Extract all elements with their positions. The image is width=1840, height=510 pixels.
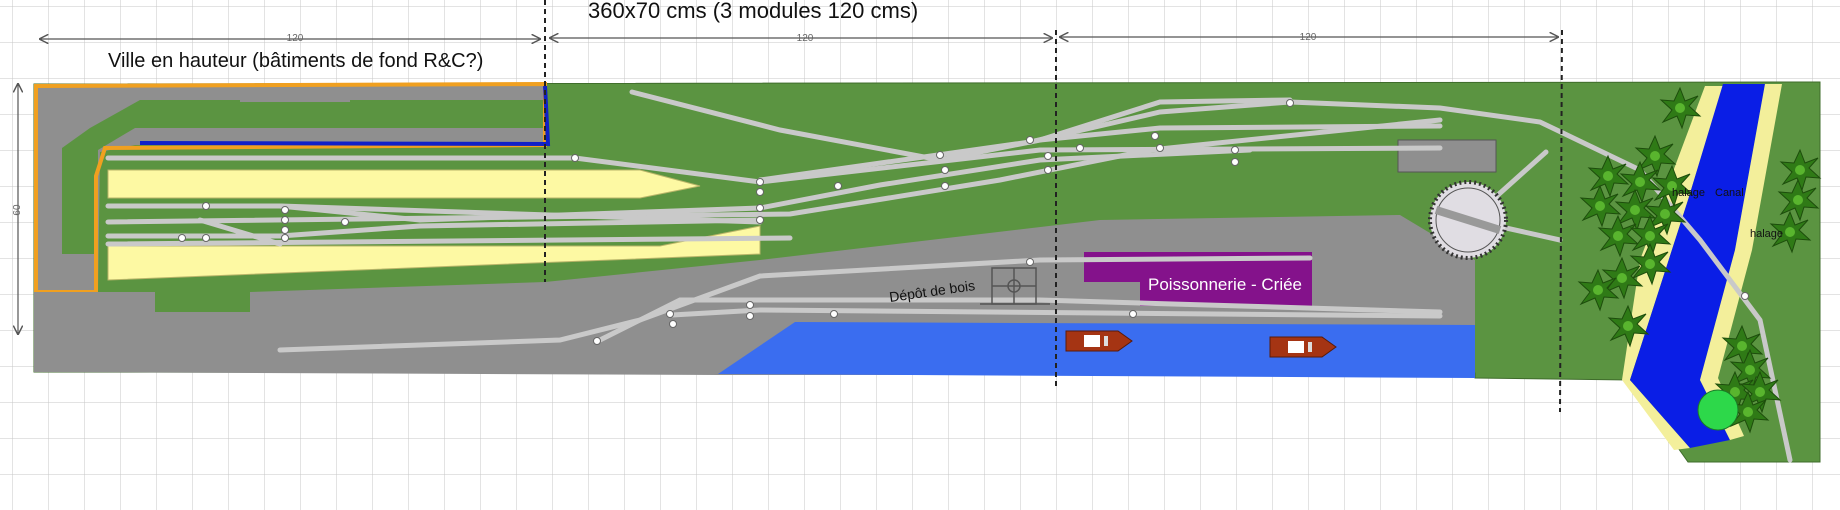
turntable-icon bbox=[1428, 180, 1508, 260]
dim-module-1: 120 bbox=[287, 33, 304, 44]
dimension-labels: 120 120 120 60 bbox=[12, 32, 1317, 216]
city-label: Ville en hauteur (bâtiments de fond R&C?… bbox=[108, 50, 483, 72]
plan-title: 360x70 cms (3 modules 120 cms) bbox=[588, 0, 918, 23]
city-wall bbox=[139, 85, 551, 147]
canal-label: Canal bbox=[1715, 187, 1744, 199]
tree-group bbox=[1578, 87, 1821, 433]
dim-module-2: 120 bbox=[797, 33, 814, 44]
crane-icon bbox=[980, 267, 1050, 305]
city-block bbox=[240, 86, 350, 102]
dimension-lines bbox=[18, 37, 1558, 334]
module-separators bbox=[544, 0, 1563, 413]
towpath-right bbox=[1700, 84, 1782, 440]
canal-water bbox=[1630, 84, 1765, 448]
city-area bbox=[36, 86, 545, 292]
fish-hall-label: Poissonnerie - Criée bbox=[1148, 275, 1302, 294]
quay-platform-upper bbox=[107, 169, 701, 199]
rail-network bbox=[105, 89, 1793, 463]
boat-icon bbox=[1065, 330, 1133, 352]
boat-icon bbox=[1269, 336, 1337, 358]
rail-turnouts bbox=[178, 99, 1749, 345]
fish-hall bbox=[1084, 252, 1312, 306]
gravel-left-strip bbox=[34, 292, 98, 372]
halage-right-label: halage bbox=[1750, 228, 1783, 240]
dim-depth: 60 bbox=[12, 204, 23, 216]
city-gap-left bbox=[62, 100, 545, 254]
dim-module-3: 120 bbox=[1300, 32, 1317, 43]
halage-left-label: halage bbox=[1672, 187, 1705, 199]
shed-right bbox=[1397, 139, 1497, 173]
